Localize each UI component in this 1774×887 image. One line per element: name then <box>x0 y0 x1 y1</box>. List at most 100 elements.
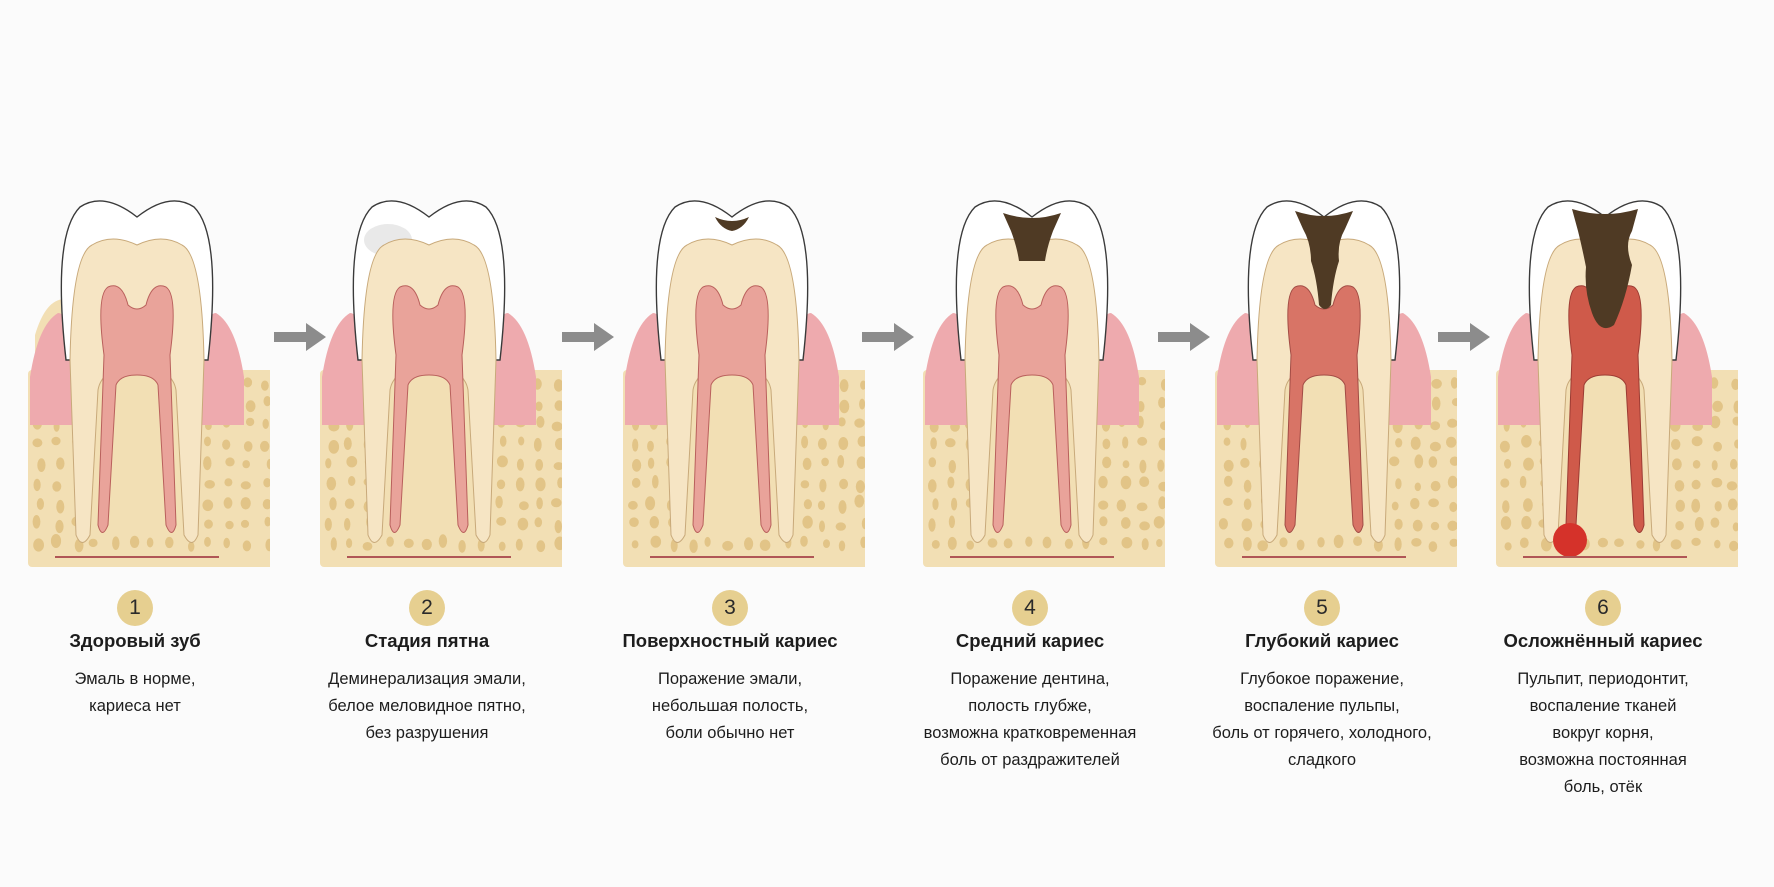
bone-pore <box>817 438 827 450</box>
bone-pore <box>438 534 448 548</box>
stage-title: Стадия пятна <box>364 630 490 651</box>
bone-pore <box>1674 480 1685 492</box>
bone-pore <box>857 435 865 447</box>
bone-pore <box>224 478 233 487</box>
bone-pore <box>1141 538 1149 551</box>
caries-lesion <box>1572 209 1638 329</box>
bone-pore <box>1122 436 1129 449</box>
stage-number-badge: 4 <box>1012 590 1048 626</box>
bone-pore <box>1447 418 1457 428</box>
bone-pore <box>1675 521 1684 531</box>
bone-pore <box>1727 498 1738 511</box>
bone-pore <box>329 497 337 511</box>
bone-pore <box>947 476 955 489</box>
bone-pore <box>1160 378 1165 391</box>
bone-pore <box>51 436 61 446</box>
bone-pore <box>1731 378 1738 390</box>
bone-pore <box>839 478 849 490</box>
bone-pore <box>515 477 525 492</box>
bone-pore <box>56 499 65 514</box>
description-line: Поражение эмали, <box>657 670 803 688</box>
bone-pore <box>1670 539 1682 550</box>
bone-pore <box>1064 538 1073 549</box>
bone-pore <box>1241 518 1253 532</box>
bone-pore <box>1614 538 1624 547</box>
bone-pore <box>557 477 562 489</box>
bone-pore <box>1158 481 1165 492</box>
bone-pore <box>1412 519 1423 532</box>
bone-pore <box>1449 538 1457 547</box>
bone-pore <box>533 437 542 452</box>
bone-pore <box>202 499 214 512</box>
bone-pore <box>1414 482 1421 492</box>
bone-pore <box>629 517 639 527</box>
bone-pore <box>1223 437 1231 446</box>
bone-pore <box>263 396 270 407</box>
bone-pore <box>650 535 662 548</box>
bone-pore <box>129 535 140 548</box>
bone-pore <box>1732 416 1738 426</box>
bone-pore <box>204 480 215 489</box>
bone-pore <box>1521 515 1532 530</box>
description-line: Деминерализация эмали, <box>328 670 526 688</box>
bone-pore <box>553 379 562 392</box>
bone-pore <box>362 542 373 551</box>
bone-pore <box>403 538 414 548</box>
stage-number-badge: 5 <box>1304 590 1340 626</box>
stage-description: Глубокое поражение, воспаление пульпы, б… <box>1142 666 1502 774</box>
bone-pore <box>245 400 256 413</box>
bone-pore <box>242 460 250 469</box>
bone-pore <box>1710 517 1720 528</box>
bone-pore <box>112 536 120 550</box>
tooth-cross-section-icon <box>1215 200 1457 567</box>
bone-pore <box>1729 540 1738 552</box>
bone-pore <box>1500 478 1510 488</box>
bone-pore <box>823 539 830 548</box>
bone-pore <box>516 458 524 471</box>
bone-pore <box>1447 520 1457 531</box>
bone-pore <box>722 540 734 551</box>
bone-pore <box>947 536 957 550</box>
bone-pore <box>1710 415 1721 429</box>
bone-pore <box>1712 400 1723 412</box>
bone-pore <box>1502 500 1510 513</box>
bone-pore <box>647 457 655 469</box>
bone-pore <box>536 540 546 553</box>
bone-pore <box>225 457 235 467</box>
bone-pore <box>535 477 546 492</box>
bone-pore <box>802 515 813 529</box>
bone-pore <box>1504 542 1512 551</box>
description-line: сладкого <box>1287 751 1357 769</box>
bone-pore <box>204 436 211 447</box>
pulp <box>389 285 469 533</box>
bone-pore <box>802 457 812 470</box>
description-line: небольшая полость, <box>651 697 809 715</box>
bone-pore <box>36 498 45 510</box>
bone-pore <box>1428 498 1439 508</box>
bone-pore <box>948 515 955 529</box>
bone-pore <box>1431 396 1441 411</box>
abscess <box>1553 523 1587 557</box>
bone-pore <box>1391 501 1399 511</box>
bone-pore <box>859 398 865 410</box>
bone-pore <box>855 480 865 494</box>
stage-5: 5 Глубокий кариес Глубокое поражение, во… <box>1187 0 1457 887</box>
bone-pore <box>37 458 46 472</box>
bone-pore <box>325 458 332 469</box>
bone-pore <box>1394 537 1402 551</box>
bone-pore <box>1102 438 1111 450</box>
bone-pore <box>932 498 939 510</box>
bone-pore <box>265 538 270 552</box>
bone-pore <box>1521 435 1532 448</box>
description-line: Поражение дентина, <box>950 670 1110 688</box>
bone-pore <box>835 522 846 531</box>
bone-pore <box>203 456 212 471</box>
bone-pore <box>1395 438 1403 448</box>
bone-pore <box>496 479 506 490</box>
bone-pore <box>1042 536 1052 549</box>
bone-pore <box>928 457 937 468</box>
bone-pore <box>1139 459 1147 474</box>
bone-pore <box>1136 502 1148 512</box>
description-line: Эмаль в норме, <box>74 670 196 688</box>
bone-pore <box>1691 479 1701 490</box>
